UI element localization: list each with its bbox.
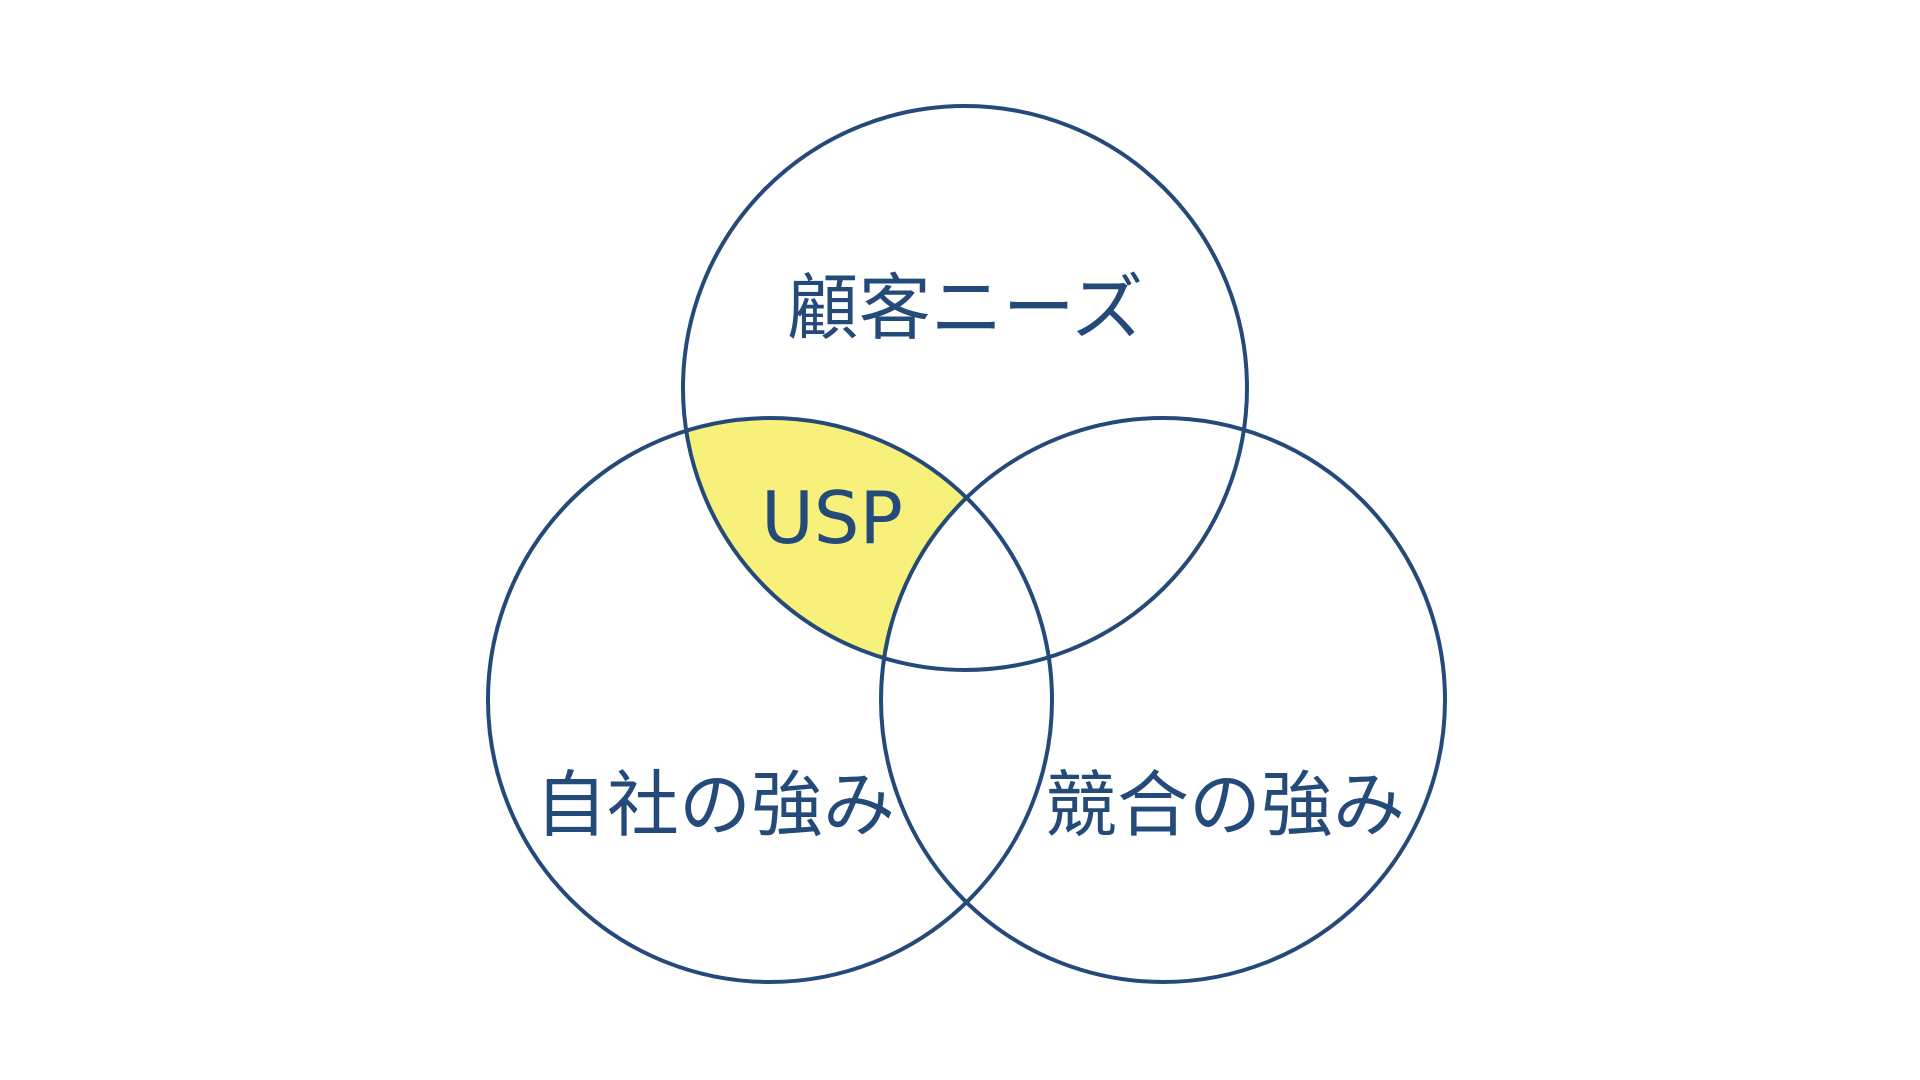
competitor-strengths-label: 競合の強み [1045, 763, 1405, 847]
competitor-strengths-circle [879, 416, 1447, 984]
usp-label: USP [761, 476, 903, 560]
own-strengths-circle [486, 416, 1054, 984]
own-strengths-label: 自社の強み [535, 763, 895, 847]
customer-needs-label: 顧客ニーズ [787, 266, 1143, 350]
usp-highlight-region [683, 418, 1052, 670]
customer-needs-circle [681, 104, 1249, 672]
